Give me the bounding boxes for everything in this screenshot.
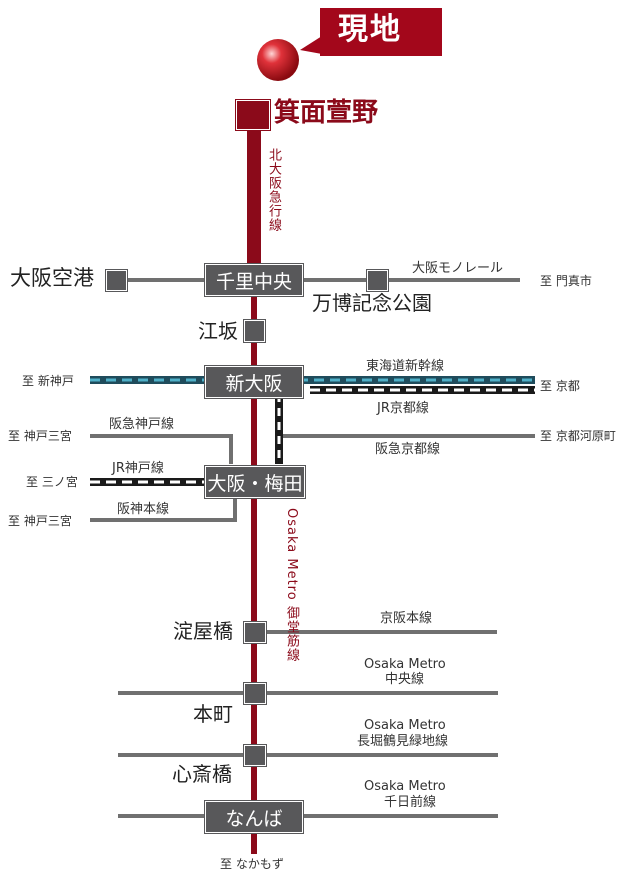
dest-shinkobe: 至 新神戸 <box>22 374 74 388</box>
sennichimae-line <box>118 814 498 818</box>
hankyu-kyoto-line-label: 阪急京都線 <box>375 442 441 457</box>
sennichimae-line-label-1: Osaka Metro <box>364 779 446 794</box>
shinsaibashi-station-name: 心斎橋 <box>172 762 232 786</box>
osaka-airport-marker <box>106 270 127 291</box>
namba-station: なんば <box>205 801 303 833</box>
yodoyabashi-station-marker <box>244 622 266 643</box>
keihan-line <box>257 630 497 634</box>
honmachi-station-name: 本町 <box>193 702 233 726</box>
jr-kyoto-line-label: JR京都線 <box>377 401 429 416</box>
hankyu-kyoto-line <box>283 434 535 438</box>
midosuji-line-label: Osaka Metro 御堂筋線 <box>284 508 299 662</box>
senri-chuo-station: 千里中央 <box>205 264 303 296</box>
shinsaibashi-station-marker <box>244 745 266 766</box>
hanshin-line-label: 阪神本線 <box>117 502 170 517</box>
hankyu-kobe-line <box>90 434 233 464</box>
nagahori-line <box>118 753 498 757</box>
keihan-line-label: 京阪本線 <box>380 611 433 626</box>
osaka-airport-name: 大阪空港 <box>10 266 94 290</box>
jr-connector-vertical <box>275 394 283 464</box>
chuo-line-label-2: 中央線 <box>385 672 425 687</box>
dest-kyoto: 至 京都 <box>540 379 580 393</box>
osaka-umeda-station: 大阪・梅田 <box>205 466 305 498</box>
kitakyu-line <box>247 125 261 282</box>
esaka-station-marker <box>244 320 265 342</box>
dest-sannomiya: 至 三ノ宮 <box>26 475 78 489</box>
esaka-station-name: 江坂 <box>198 319 238 343</box>
midosuji-line <box>251 282 257 854</box>
callout-label: 現地 <box>338 12 402 47</box>
jr-kyoto-line <box>310 386 535 394</box>
hankyu-kobe-line-label: 阪急神戸線 <box>109 417 175 432</box>
tokaido-shinkansen-line <box>90 376 535 384</box>
chuo-line-label-1: Osaka Metro <box>364 657 446 672</box>
hanshin-line <box>90 498 237 522</box>
monorail-label: 大阪モノレール <box>412 261 504 276</box>
dest-nakamozu: 至 なかもず <box>220 857 284 871</box>
sennichimae-line-label-2: 千日前線 <box>384 795 437 810</box>
dest-kobe-sannomiya-1: 至 神戸三宮 <box>8 429 72 443</box>
dest-kyoto-kawaramachi: 至 京都河原町 <box>540 429 616 443</box>
banpaku-station-marker <box>367 270 388 291</box>
yodoyabashi-station-name: 淀屋橋 <box>173 619 233 643</box>
monorail-line <box>128 278 520 282</box>
jr-kobe-line <box>90 478 205 486</box>
jr-kobe-line-label: JR神戸線 <box>112 461 164 476</box>
site-marker-ball <box>257 39 299 81</box>
callout-bubble <box>300 8 442 56</box>
shin-osaka-station: 新大阪 <box>205 366 303 398</box>
tokaido-shinkansen-label: 東海道新幹線 <box>366 359 445 374</box>
nagahori-line-label-2: 長堀鶴見緑地線 <box>357 734 449 749</box>
mino-kayano-station-name: 箕面萱野 <box>274 98 379 128</box>
dest-kadoma: 至 門真市 <box>540 274 592 288</box>
mino-kayano-station-marker <box>236 100 270 130</box>
honmachi-station-marker <box>244 683 266 704</box>
banpaku-station-name: 万博記念公園 <box>312 291 432 315</box>
dest-kobe-sannomiya-2: 至 神戸三宮 <box>8 514 72 528</box>
kitakyu-line-label: 北大阪急行線 <box>266 148 281 232</box>
nagahori-line-label-1: Osaka Metro <box>364 718 446 733</box>
chuo-line <box>118 691 498 695</box>
